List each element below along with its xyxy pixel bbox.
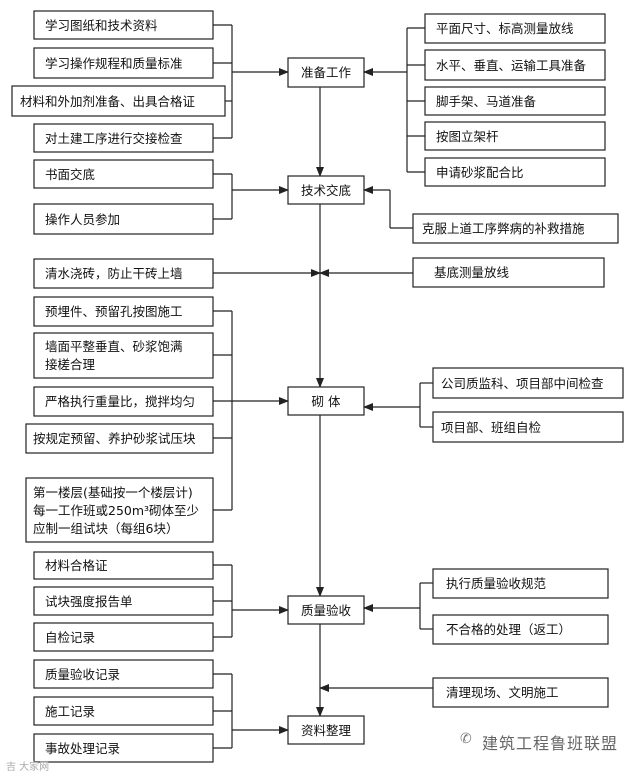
svg-text:克服上道工序弊病的补救措施: 克服上道工序弊病的补救措施 xyxy=(422,221,585,236)
right-box: 脚手架、马道准备 xyxy=(424,86,606,116)
watermark: ✆ 建筑工程鲁班联盟 xyxy=(460,730,618,754)
step-docs-label: 资料整理 xyxy=(301,723,352,738)
svg-text:试块强度报告单: 试块强度报告单 xyxy=(45,594,133,609)
left-box: 操作人员参加 xyxy=(33,203,214,235)
right-box: 执行质量验收规范 xyxy=(432,568,609,599)
svg-text:申请砂浆配合比: 申请砂浆配合比 xyxy=(436,165,524,180)
right-box: 不合格的处理（返工） xyxy=(432,614,609,645)
svg-text:施工记录: 施工记录 xyxy=(45,704,95,719)
svg-text:质量验收记录: 质量验收记录 xyxy=(45,667,120,682)
svg-text:水平、垂直、运输工具准备: 水平、垂直、运输工具准备 xyxy=(436,58,587,73)
right-box: 按图立架杆 xyxy=(424,121,606,151)
left-box: 施工记录 xyxy=(33,696,214,726)
svg-text:清水浇砖，防止干砖上墙: 清水浇砖，防止干砖上墙 xyxy=(45,266,183,281)
left-box: 事故处理记录 xyxy=(33,733,214,763)
step-prep: 准备工作 xyxy=(287,57,365,88)
svg-text:接槎合理: 接槎合理 xyxy=(45,357,96,372)
svg-text:墙面平整垂直、砂浆饱满: 墙面平整垂直、砂浆饱满 xyxy=(45,339,183,354)
svg-text:清理现场、文明施工: 清理现场、文明施工 xyxy=(446,685,559,700)
step-tech-label: 技术交底 xyxy=(301,183,351,198)
svg-text:项目部、班组自检: 项目部、班组自检 xyxy=(441,420,542,435)
svg-text:事故处理记录: 事故处理记录 xyxy=(45,741,120,756)
svg-text:基底测量放线: 基底测量放线 xyxy=(434,265,510,280)
left-box: 自检记录 xyxy=(33,622,214,652)
wechat-icon: ✆ xyxy=(459,731,473,747)
left-box: 材料合格证 xyxy=(33,551,214,580)
svg-text:每一工作班或250m³砌体至少: 每一工作班或250m³砌体至少 xyxy=(33,503,199,518)
left-box: 墙面平整垂直、砂浆饱满 接槎合理 xyxy=(33,332,214,379)
svg-text:按规定预留、养护砂浆试压块: 按规定预留、养护砂浆试压块 xyxy=(33,431,196,446)
watermark-text: 建筑工程鲁班联盟 xyxy=(481,734,618,753)
svg-text:书面交底: 书面交底 xyxy=(45,167,95,182)
step-masonry: 砌 体 xyxy=(287,386,365,416)
left-box: 严格执行重量比，搅拌均匀 xyxy=(33,386,214,417)
svg-text:操作人员参加: 操作人员参加 xyxy=(45,212,120,227)
svg-text:平面尺寸、标高测量放线: 平面尺寸、标高测量放线 xyxy=(436,21,574,36)
svg-text:公司质监科、项目部中间检查: 公司质监科、项目部中间检查 xyxy=(441,376,604,391)
step-qa: 质量验收 xyxy=(287,595,365,625)
left-box: 质量验收记录 xyxy=(33,659,214,689)
svg-text:脚手架、马道准备: 脚手架、马道准备 xyxy=(436,94,537,109)
svg-text:应制一组试块（每组6块）: 应制一组试块（每组6块） xyxy=(33,521,178,536)
left-box: 学习图纸和技术资料 xyxy=(33,10,214,40)
corner-watermark: 吉 大家网 xyxy=(6,762,50,773)
svg-text:学习操作规程和质量标准: 学习操作规程和质量标准 xyxy=(45,56,183,71)
svg-text:学习图纸和技术资料: 学习图纸和技术资料 xyxy=(45,18,158,33)
svg-text:预埋件、预留孔按图施工: 预埋件、预留孔按图施工 xyxy=(45,304,183,319)
left-box: 第一楼层(基础按一个楼层计) 每一工作班或250m³砌体至少 应制一组试块（每组… xyxy=(25,477,214,543)
left-box: 对土建工序进行交接检查 xyxy=(33,123,214,153)
left-box: 预埋件、预留孔按图施工 xyxy=(33,296,214,327)
svg-text:按图立架杆: 按图立架杆 xyxy=(436,129,499,144)
svg-text:第一楼层(基础按一个楼层计): 第一楼层(基础按一个楼层计) xyxy=(33,485,193,500)
step-qa-label: 质量验收 xyxy=(301,603,352,618)
right-box: 水平、垂直、运输工具准备 xyxy=(424,49,606,81)
right-box: 克服上道工序弊病的补救措施 xyxy=(412,213,619,244)
svg-text:材料和外加剂准备、出具合格证: 材料和外加剂准备、出具合格证 xyxy=(20,94,196,109)
right-box: 公司质监科、项目部中间检查 xyxy=(432,367,624,399)
right-box: 基底测量放线 xyxy=(412,257,605,288)
svg-text:材料合格证: 材料合格证 xyxy=(45,558,108,573)
left-box: 清水浇砖，防止干砖上墙 xyxy=(33,258,214,289)
step-tech: 技术交底 xyxy=(287,175,365,205)
right-box: 清理现场、文明施工 xyxy=(432,677,609,708)
svg-text:严格执行重量比，搅拌均匀: 严格执行重量比，搅拌均匀 xyxy=(45,394,195,409)
svg-text:自检记录: 自检记录 xyxy=(45,630,95,645)
step-prep-label: 准备工作 xyxy=(301,65,352,80)
left-box: 学习操作规程和质量标准 xyxy=(33,47,214,79)
left-box: 按规定预留、养护砂浆试压块 xyxy=(25,423,214,454)
step-docs: 资料整理 xyxy=(287,715,365,745)
left-box: 材料和外加剂准备、出具合格证 xyxy=(11,85,226,117)
svg-text:对土建工序进行交接检查: 对土建工序进行交接检查 xyxy=(45,131,183,146)
step-masonry-label: 砌 体 xyxy=(312,394,341,409)
svg-text:不合格的处理（返工）: 不合格的处理（返工） xyxy=(446,622,571,637)
left-box: 试块强度报告单 xyxy=(33,586,214,616)
svg-text:执行质量验收规范: 执行质量验收规范 xyxy=(446,576,546,591)
right-box: 申请砂浆配合比 xyxy=(424,157,606,187)
right-box: 平面尺寸、标高测量放线 xyxy=(424,13,606,44)
left-box: 书面交底 xyxy=(33,159,214,189)
right-box: 项目部、班组自检 xyxy=(432,411,624,443)
